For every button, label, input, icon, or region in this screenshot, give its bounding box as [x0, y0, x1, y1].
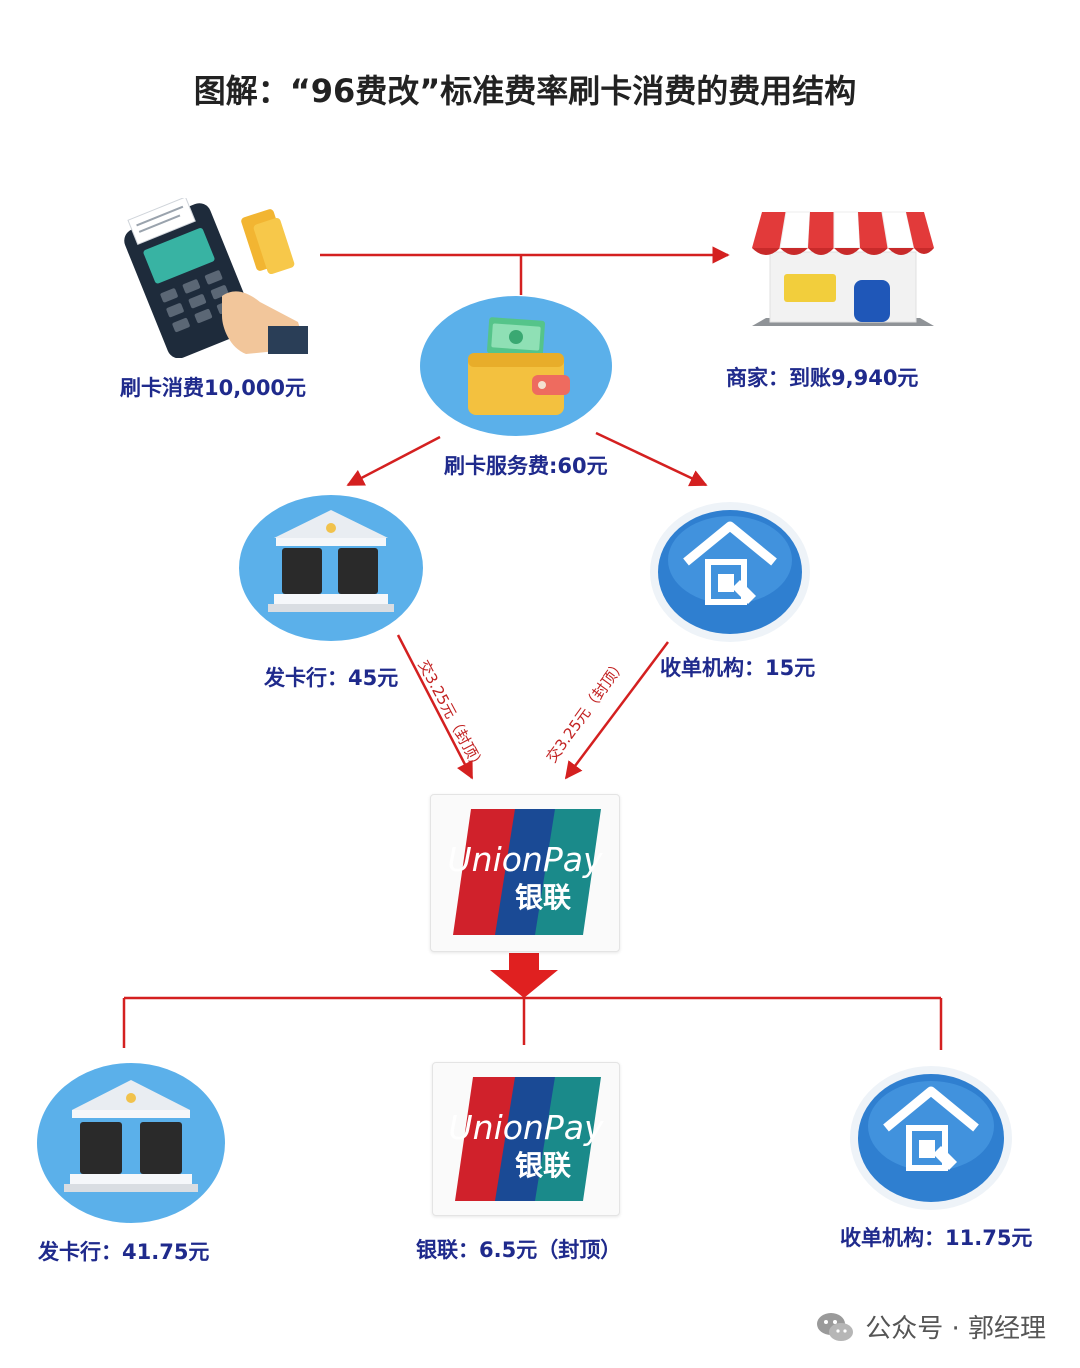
pos-terminal-icon	[124, 198, 308, 358]
store-icon	[752, 211, 934, 326]
issuer-fee-label: 发卡行：45元	[264, 666, 399, 690]
arrow-fee-to-issuer	[346, 435, 441, 487]
issuer-final-label: 发卡行：41.75元	[38, 1240, 210, 1264]
big-down-arrow	[490, 953, 558, 998]
unionpay-logo-graphic: UnionPay 银联	[449, 1077, 604, 1201]
acquirer-icon	[850, 1066, 1012, 1210]
swipe-amount-label: 刷卡消费10,000元	[120, 376, 307, 400]
bank-icon	[37, 1063, 225, 1223]
acquirer-fee-label: 收单机构：15元	[660, 656, 816, 680]
unionpay-final-label: 银联：6.5元（封顶）	[416, 1238, 622, 1262]
bank-icon	[239, 495, 423, 641]
wechat-icon	[817, 1312, 854, 1341]
service-fee-label: 刷卡服务费:60元	[444, 454, 608, 478]
footer-text: 公众号 · 郭经理	[865, 1314, 1046, 1344]
unionpay-logo: UnionPay 银联	[430, 794, 620, 952]
footer-watermark: 公众号 · 郭经理	[815, 1308, 1046, 1345]
arrow-issuer-to-unionpay	[396, 634, 474, 780]
unionpay-logo-cjk: 银联	[515, 1149, 571, 1182]
arrow-fee-to-acquirer	[595, 431, 708, 487]
unionpay-logo-latin: UnionPay	[449, 1108, 604, 1147]
arrow-acquirer-to-unionpay	[564, 641, 669, 780]
merchant-receipt-label: 商家：到账9,940元	[726, 366, 919, 390]
unionpay-logo-graphic: UnionPay 银联	[448, 809, 603, 935]
unionpay-logo-latin: UnionPay	[448, 840, 603, 879]
diagram-title: 图解：“96费改”标准费率刷卡消费的费用结构	[193, 72, 857, 110]
unionpay-logo-cjk: 银联	[515, 881, 571, 914]
wallet-icon	[420, 296, 612, 436]
acquirer-icon	[650, 502, 810, 642]
acquirer-final-label: 收单机构：11.75元	[840, 1226, 1033, 1250]
unionpay-logo: UnionPay 银联	[432, 1062, 620, 1216]
